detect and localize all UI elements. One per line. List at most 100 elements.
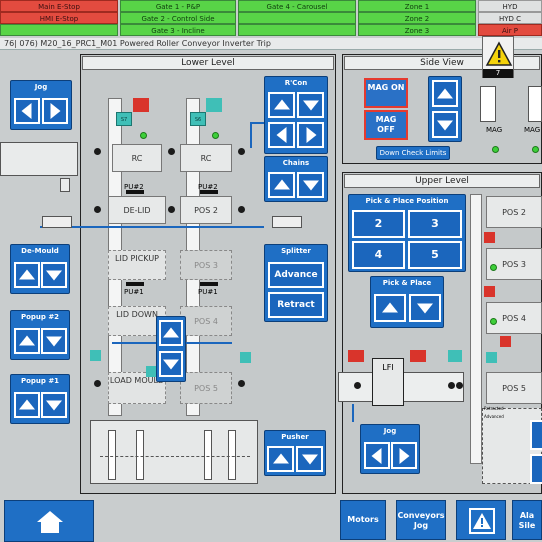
- status-main-estop[interactable]: Main E-Stop: [0, 0, 118, 12]
- sensor-s6[interactable]: S6: [190, 112, 206, 126]
- sensor-s7[interactable]: S7: [116, 112, 132, 126]
- pick-place-label: Pick & Place: [382, 279, 432, 287]
- left-stopper: [60, 178, 70, 192]
- mag-cylinder: [528, 86, 542, 122]
- station-pos-3[interactable]: POS 3: [180, 250, 232, 280]
- lid-up-button[interactable]: [159, 320, 183, 346]
- alarm-banner[interactable]: 76| 076) M20_16_PRC1_M01 Powered Roller …: [0, 38, 542, 50]
- status-zone1[interactable]: Zone 1: [358, 0, 476, 12]
- splitter-cylinder: [272, 216, 302, 228]
- pusher-dash: [100, 456, 250, 457]
- status-empty-2: [0, 24, 118, 36]
- pu-bar: [126, 282, 144, 286]
- down-check-limits-button[interactable]: Down Check Limits: [376, 146, 450, 160]
- partial-up-button[interactable]: [530, 420, 542, 450]
- lfi-box[interactable]: LFI: [372, 358, 404, 406]
- rcon-up-button[interactable]: [268, 92, 295, 118]
- rcon-label: R'Con: [284, 79, 308, 87]
- position-3-button[interactable]: 3: [408, 210, 462, 238]
- mag-on-button[interactable]: MAG ON: [364, 78, 408, 108]
- pu-label: PU#1: [198, 288, 218, 296]
- upper-jog-left-button[interactable]: [364, 442, 390, 469]
- status-dot: [490, 264, 497, 271]
- status-air-p[interactable]: Air P: [478, 24, 542, 36]
- status-gate2[interactable]: Gate 2 - Control Side: [120, 12, 236, 24]
- station-rc-2[interactable]: RC: [180, 144, 232, 172]
- position-5-button[interactable]: 5: [408, 241, 462, 269]
- lid-down-button[interactable]: [159, 351, 183, 377]
- partial-down-button[interactable]: [530, 454, 542, 484]
- pusher-up-button[interactable]: [267, 446, 294, 472]
- de-mould-up-button[interactable]: [14, 262, 40, 288]
- status-dot: [492, 146, 499, 153]
- upper-jog-right-button[interactable]: [391, 442, 417, 469]
- position-2-button[interactable]: 2: [352, 210, 405, 238]
- jog-right-button[interactable]: [42, 98, 68, 124]
- side-up-button[interactable]: [432, 80, 458, 107]
- position-4-button[interactable]: 4: [352, 241, 405, 269]
- jog-left-button[interactable]: [14, 98, 40, 124]
- station-rc-1[interactable]: RC: [112, 144, 162, 172]
- status-zone3[interactable]: Zone 3: [358, 24, 476, 36]
- left-conveyor: [0, 142, 78, 176]
- mag-label: MAG: [524, 126, 541, 134]
- rcon-down-button[interactable]: [297, 92, 324, 118]
- retract-button[interactable]: Retract: [268, 292, 324, 318]
- warning-box[interactable]: 7: [482, 36, 514, 78]
- status-gate1[interactable]: Gate 1 - P&P: [120, 0, 236, 12]
- pick-place-down-button[interactable]: [409, 294, 441, 322]
- chains-up-button[interactable]: [268, 172, 295, 198]
- chains-down-button[interactable]: [297, 172, 324, 198]
- mag-off-button[interactable]: MAG OFF: [364, 110, 408, 140]
- station-pos-4[interactable]: POS 4: [180, 306, 232, 336]
- popup2-up-button[interactable]: [14, 328, 40, 354]
- station-de-lid[interactable]: DE-LID: [108, 196, 166, 224]
- pusher-cylinder: [108, 430, 116, 480]
- de-mould-down-button[interactable]: [41, 262, 67, 288]
- popup1-down-button[interactable]: [41, 392, 67, 418]
- popup2-down-button[interactable]: [41, 328, 67, 354]
- station-pos-5[interactable]: POS 5: [180, 372, 232, 404]
- popup1-up-button[interactable]: [14, 392, 40, 418]
- side-down-button[interactable]: [432, 111, 458, 138]
- cyan-indicator: [206, 98, 222, 112]
- rcon-left-button[interactable]: [268, 122, 295, 148]
- status-hyd[interactable]: HYD: [478, 0, 542, 12]
- black-dot: [238, 206, 245, 213]
- pu-bar: [200, 190, 218, 194]
- guide-line: [352, 404, 354, 422]
- upper-pos-2[interactable]: POS 2: [486, 196, 542, 228]
- black-dot: [238, 380, 245, 387]
- advance-button[interactable]: Advance: [268, 262, 324, 288]
- status-hyd-c[interactable]: HYD C: [478, 12, 542, 24]
- station-pos-2[interactable]: POS 2: [180, 196, 232, 224]
- status-hmi-estop[interactable]: HMI E-Stop: [0, 12, 118, 24]
- status-gate3[interactable]: Gate 3 - Incline: [120, 24, 236, 36]
- station-lid-pickup[interactable]: LID PICKUP: [108, 250, 166, 280]
- black-dot: [238, 148, 245, 155]
- status-gate4[interactable]: Gate 4 - Carousel: [238, 0, 356, 12]
- home-button[interactable]: [4, 500, 94, 542]
- black-dot: [448, 382, 455, 389]
- black-dot: [94, 206, 101, 213]
- left-cylinder: [42, 216, 72, 228]
- black-dot: [456, 382, 463, 389]
- upper-level-title: Upper Level: [344, 174, 540, 188]
- advanced-label: Advanced: [484, 414, 504, 419]
- guide-line: [40, 226, 264, 228]
- status-dot: [490, 318, 497, 325]
- alert-button[interactable]: [456, 500, 506, 540]
- motors-button[interactable]: Motors: [340, 500, 386, 540]
- black-dot: [94, 380, 101, 387]
- cyan-sensor: [486, 352, 497, 363]
- conveyors-jog-button[interactable]: Conveyors Jog: [396, 500, 446, 540]
- pusher-cylinder: [204, 430, 212, 480]
- rcon-right-button[interactable]: [297, 122, 324, 148]
- alert-icon: [469, 508, 495, 534]
- pu-bar: [200, 282, 218, 286]
- status-zone2[interactable]: Zone 2: [358, 12, 476, 24]
- upper-pos-5[interactable]: POS 5: [486, 372, 542, 404]
- pusher-down-button[interactable]: [296, 446, 323, 472]
- alarm-silence-button[interactable]: Ala Sile: [512, 500, 542, 540]
- pick-place-up-button[interactable]: [374, 294, 406, 322]
